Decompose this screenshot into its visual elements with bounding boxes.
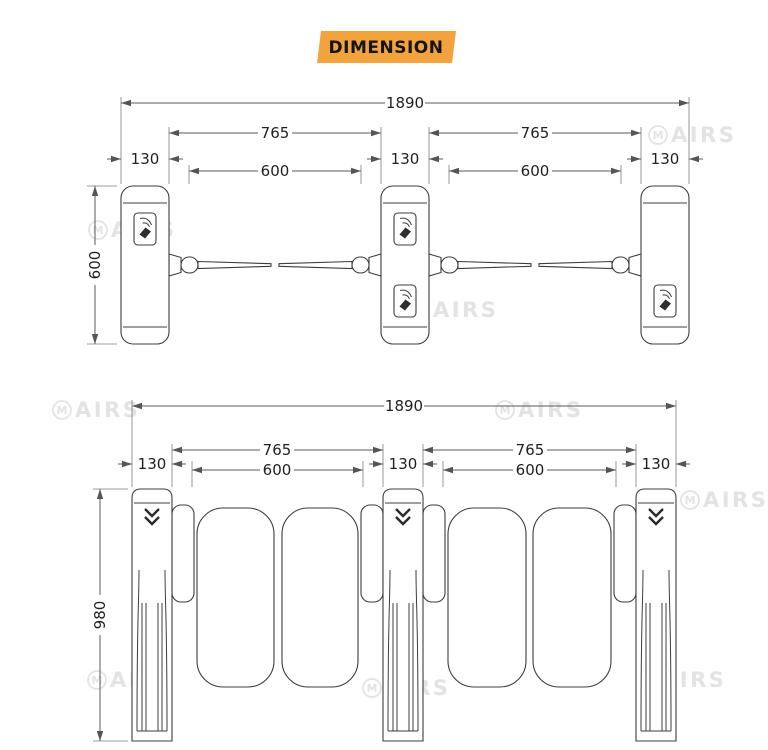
arm-housing (360, 504, 384, 603)
dim-label: 765 (261, 124, 290, 142)
dim-front-passage-left: 600 (191, 461, 364, 487)
dim-front-passage-right: 600 (442, 461, 617, 487)
dim-label: 1890 (385, 397, 423, 415)
dim-label: 600 (521, 162, 550, 180)
dim-top-lane-left: 765 (168, 124, 382, 184)
watermark (52, 397, 142, 423)
watermark (648, 122, 738, 148)
watermark (495, 397, 585, 423)
dim-label: 130 (389, 455, 418, 473)
dim-top-lane-right: 765 (428, 124, 642, 184)
arm-housing (171, 504, 195, 603)
dim-label: 765 (516, 441, 545, 459)
top-view (120, 185, 690, 345)
dim-label: 765 (521, 124, 550, 142)
glass-wing (281, 507, 359, 688)
swing-arm (428, 253, 532, 277)
dim-top-cabinet-left: 130 (107, 150, 183, 168)
dim-top-cabinet-right: 130 (627, 150, 703, 168)
cabinet-left-plan (120, 185, 170, 345)
swing-arm (278, 253, 382, 277)
cabinet-middle-front (381, 487, 425, 743)
dim-label: 600 (516, 461, 545, 479)
swing-arm (538, 253, 642, 277)
dim-front-cabinet-left: 130 (118, 455, 186, 473)
dim-label: 130 (138, 455, 167, 473)
dim-label: 130 (391, 150, 420, 168)
cabinet-middle-plan (380, 185, 430, 345)
dim-label: 600 (263, 461, 292, 479)
banner-label: DIMENSION (329, 38, 444, 58)
dim-top-depth: 600 (86, 185, 117, 345)
dim-label: 980 (91, 601, 109, 630)
cabinet-right-plan (640, 185, 690, 345)
dim-front-total-width: 1890 (131, 397, 677, 487)
dim-front-cabinet-right: 130 (622, 455, 690, 473)
dim-label: 765 (263, 441, 292, 459)
dim-label: 600 (261, 162, 290, 180)
banner-background (317, 31, 456, 63)
dim-top-passage-left: 600 (188, 162, 362, 184)
watermark (680, 487, 768, 513)
dim-front-lane-right: 765 (422, 441, 637, 487)
card-reader-icon (653, 284, 677, 318)
front-view (130, 487, 678, 743)
cabinet-left-front (130, 487, 174, 743)
dim-label: 130 (651, 150, 680, 168)
arm-housing (613, 504, 637, 603)
card-reader-icon (393, 212, 417, 246)
dim-top-total-width: 1890 (120, 94, 690, 184)
top-view-dimensions: 1890 765 765 130 130 (86, 94, 703, 345)
dim-front-cabinet-middle: 130 (369, 455, 437, 473)
front-view-dimensions: 1890 765 765 130 130 (91, 397, 690, 742)
card-reader-icon (133, 212, 157, 246)
glass-wing (196, 507, 275, 688)
cabinet-right-front (634, 487, 678, 743)
dim-top-cabinet-middle: 130 (367, 150, 443, 168)
dimension-banner: DIMENSION (317, 31, 456, 63)
dim-front-height: 980 (91, 488, 128, 742)
dim-front-lane-left: 765 (171, 441, 384, 487)
glass-wing (532, 507, 612, 688)
dim-label: 130 (642, 455, 671, 473)
dim-label: 600 (86, 251, 104, 280)
dim-label: 1890 (386, 94, 424, 112)
glass-wing (447, 507, 527, 688)
dim-top-passage-right: 600 (448, 162, 622, 184)
swing-arm (168, 253, 272, 277)
dim-label: 130 (131, 150, 160, 168)
arm-housing (422, 504, 446, 603)
card-reader-icon (393, 284, 417, 318)
